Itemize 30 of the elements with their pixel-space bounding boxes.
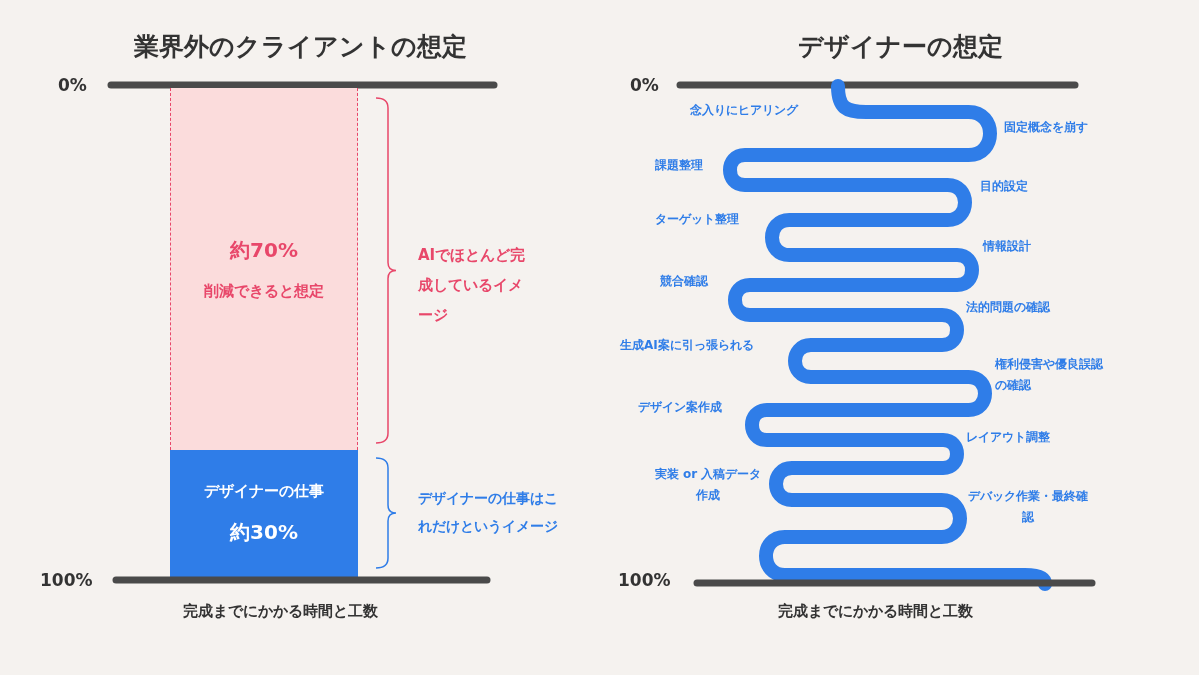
step-label: 競合確認 <box>660 274 709 290</box>
panel-title: デザイナーの想定 <box>796 30 1004 63</box>
axis-percent-label: 100% <box>618 568 672 592</box>
step-label: 法的問題の確認 <box>966 300 1051 316</box>
bracket-note: デザイナーの仕事はこれだけというイメージ <box>418 489 558 536</box>
step-label: デザイン案作成 <box>638 400 723 416</box>
designer-share-box <box>170 450 358 578</box>
axis-caption: 完成までにかかる時間と工数 <box>181 602 379 622</box>
axis-percent-label: 0% <box>58 73 88 97</box>
step-label: 実装 or 入稿データ作成 <box>653 466 763 504</box>
axis-percent-label: 0% <box>630 73 660 97</box>
axis-caption: 完成までにかかる時間と工数 <box>776 602 974 622</box>
box-text: 削減できると想定 <box>203 281 325 303</box>
step-label: デバック作業・最終確認 <box>968 488 1088 526</box>
step-label: 生成AI案に引っ張られる <box>620 338 755 354</box>
step-label: 課題整理 <box>655 158 704 174</box>
step-label: レイアウト調整 <box>966 430 1051 446</box>
step-label: ターゲット整理 <box>655 212 740 228</box>
box-text: デザイナーの仕事 <box>203 481 325 503</box>
box-text: 約70% <box>228 237 299 265</box>
box-text: 約30% <box>228 518 299 546</box>
reduced-share-box <box>170 88 358 450</box>
step-label: 権利侵害や優良誤認の確認 <box>995 356 1104 394</box>
axis-percent-label: 100% <box>40 568 94 592</box>
step-label: 固定概念を崩す <box>1004 120 1089 136</box>
step-label: 目的設定 <box>980 179 1029 195</box>
step-label: 情報設計 <box>983 239 1032 255</box>
step-label: 念入りにヒアリング <box>690 103 800 119</box>
bracket-note: AIでほとんど完成しているイメージ <box>418 245 527 326</box>
panel-title: 業界外のクライアントの想定 <box>132 30 468 63</box>
